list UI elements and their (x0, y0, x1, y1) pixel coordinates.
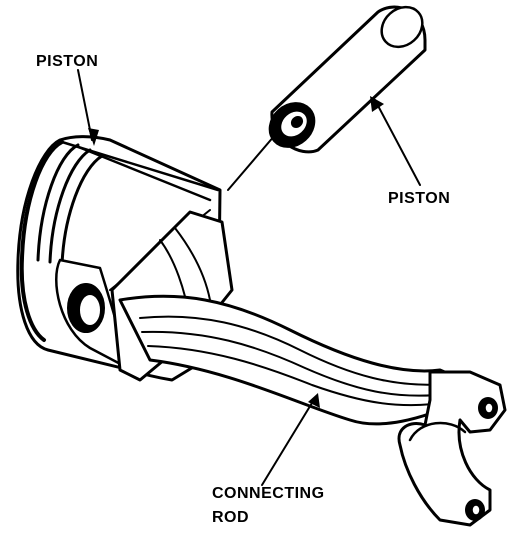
leader-arrows (77, 69, 421, 486)
assembly-line (227, 134, 276, 191)
label-piston-top: PISTON (36, 53, 98, 70)
label-piston-right: PISTON (388, 190, 450, 207)
label-connecting-rod-line1: CONNECTING (212, 485, 325, 502)
arrowhead-connecting-rod (308, 393, 320, 408)
connecting-rod (110, 210, 507, 527)
arrow-piston-right (374, 99, 421, 186)
arrowhead-piston-top (88, 128, 99, 146)
piston-pin (268, 5, 427, 154)
arrowhead-piston-right (370, 96, 384, 112)
arrow-connecting-rod (261, 397, 316, 486)
label-connecting-rod-line2: ROD (212, 509, 249, 526)
